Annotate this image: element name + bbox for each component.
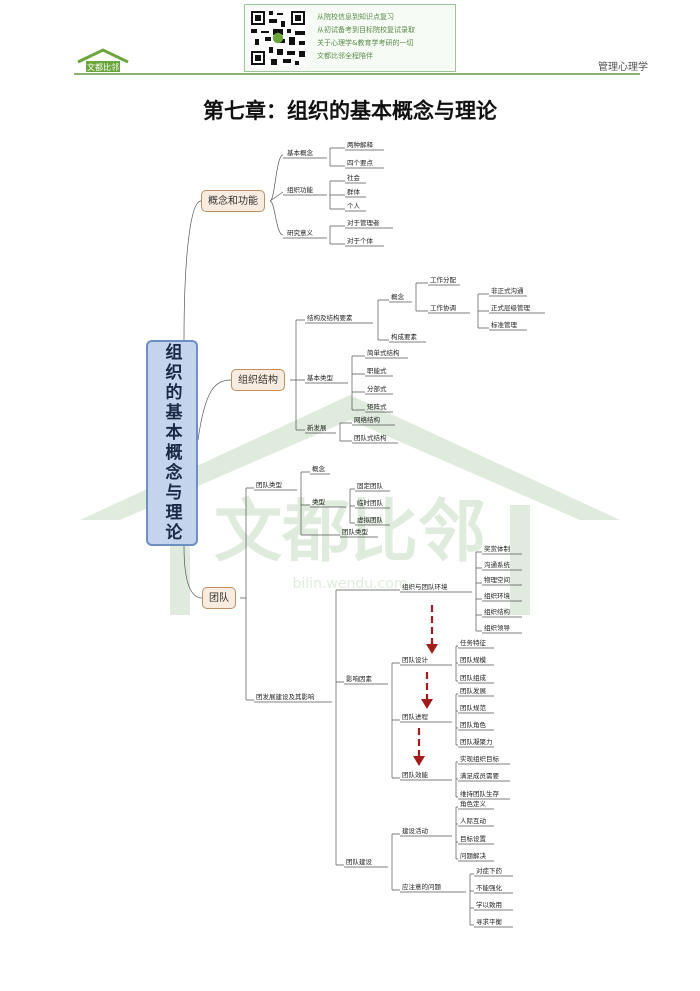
mindmap-node: 基本概念 bbox=[287, 149, 313, 157]
mindmap-node: 工作分配 bbox=[430, 276, 456, 284]
mindmap-node: 虚拟团队 bbox=[357, 516, 383, 524]
mindmap-node: 团队角色 bbox=[460, 721, 486, 729]
mindmap-node: 两种解释 bbox=[347, 141, 373, 149]
mindmap-node: 个人 bbox=[347, 202, 360, 210]
mindmap-node: 对症下药 bbox=[476, 867, 502, 875]
mindmap-node: 基本类型 bbox=[307, 374, 333, 382]
mindmap-node: 团队建设 bbox=[346, 858, 372, 866]
mindmap-node: 组织功能 bbox=[287, 186, 313, 194]
qr-promo-box: 从院校信息到知识点复习 从初试备考到目标院校复试录取 关于心理学&教育学考研的一… bbox=[244, 4, 456, 72]
mindmap-node: 网络结构 bbox=[354, 416, 380, 424]
mindmap-node: 临时团队 bbox=[357, 499, 383, 507]
mindmap-node: 实现组织目标 bbox=[460, 755, 499, 763]
mindmap-node: 物理空间 bbox=[484, 576, 510, 584]
qr-promo-line: 文都比邻全程陪伴 bbox=[317, 52, 373, 60]
mindmap-node: 影响因素 bbox=[346, 675, 372, 683]
mindmap-node: 职能式 bbox=[367, 367, 387, 375]
watermark-house-icon: 文都比邻 bilin.wendu.com bbox=[80, 395, 620, 615]
mindmap-node: 新发展 bbox=[307, 424, 327, 432]
branch-org-structure: 组织结构 bbox=[231, 369, 285, 391]
mindmap-node: 正式层级管理 bbox=[491, 304, 530, 312]
branch-concept-function: 概念和功能 bbox=[201, 190, 265, 212]
qr-code-icon[interactable] bbox=[249, 9, 307, 67]
svg-text:文都比邻: 文都比邻 bbox=[87, 62, 119, 72]
mindmap-node: 分部式 bbox=[367, 385, 387, 393]
mindmap-node: 概念 bbox=[312, 465, 325, 473]
mindmap-node: 团队设计 bbox=[402, 656, 428, 664]
mindmap-node: 学以致用 bbox=[476, 901, 502, 909]
mindmap-node: 矩阵式 bbox=[367, 403, 387, 411]
header-divider bbox=[74, 73, 640, 75]
mindmap-node: 团队类型 bbox=[256, 481, 282, 489]
mindmap-node: 组织结构 bbox=[484, 608, 510, 616]
mindmap-node: 沟通系统 bbox=[484, 561, 510, 569]
qr-promo-line: 从院校信息到知识点复习 bbox=[317, 13, 394, 21]
svg-text:bilin.wendu.com: bilin.wendu.com bbox=[293, 576, 408, 592]
mindmap-node: 奖赏体制 bbox=[484, 545, 510, 553]
mindmap-node: 团队效能 bbox=[402, 771, 428, 779]
mindmap-node: 团队式结构 bbox=[354, 434, 387, 442]
mindmap-node: 社会 bbox=[347, 174, 360, 182]
mindmap-node: 团队规模 bbox=[460, 656, 486, 664]
mindmap-node: 团队进程 bbox=[402, 713, 428, 721]
mindmap-node: 概念 bbox=[391, 293, 404, 301]
mindmap-node: 维持团队生存 bbox=[460, 790, 499, 798]
mindmap-node: 目标设置 bbox=[460, 835, 486, 843]
mindmap-node: 对于个体 bbox=[347, 237, 373, 245]
mindmap-node: 团队类型 bbox=[342, 528, 368, 536]
page-title: 第七章：组织的基本概念与理论 bbox=[203, 99, 497, 123]
mindmap-node: 四个要点 bbox=[347, 159, 373, 167]
mindmap-node: 对于管理者 bbox=[347, 219, 380, 227]
mindmap-node: 团队凝聚力 bbox=[460, 738, 493, 746]
mindmap-node: 团队发展 bbox=[460, 687, 486, 695]
mindmap-node: 人际互动 bbox=[460, 817, 486, 825]
mindmap-node: 标准管理 bbox=[491, 321, 517, 329]
mindmap-node: 角色定义 bbox=[460, 800, 486, 808]
qr-promo-line: 关于心理学&教育学考研的一切 bbox=[317, 39, 414, 47]
mindmap-node: 结构及结构要素 bbox=[307, 314, 353, 322]
mindmap-node: 组织领导 bbox=[484, 624, 510, 632]
mindmap-node: 非正式沟通 bbox=[491, 287, 524, 295]
mindmap-node: 问题解决 bbox=[460, 852, 486, 860]
mindmap-node: 应注意的问题 bbox=[402, 883, 441, 891]
qr-promo-line: 从初试备考到目标院校复试录取 bbox=[317, 26, 415, 34]
mindmap-node: 简单式结构 bbox=[367, 349, 400, 357]
mindmap-node: 构成要素 bbox=[391, 333, 417, 341]
mindmap-node: 寻求平衡 bbox=[476, 918, 502, 926]
wendu-bilin-logo: 文都比邻 bbox=[77, 48, 129, 72]
mindmap-node: 工作协调 bbox=[430, 304, 456, 312]
mindmap-node: 团发展建设及其影响 bbox=[256, 693, 315, 701]
mindmap-node: 组织与团队环境 bbox=[402, 583, 448, 591]
mindmap-node: 类型 bbox=[312, 498, 325, 506]
mindmap-node: 团队规范 bbox=[460, 704, 486, 712]
subject-label: 管理心理学 bbox=[598, 62, 648, 73]
mindmap-node: 组织环境 bbox=[484, 592, 510, 600]
mindmap-node: 群体 bbox=[347, 188, 360, 196]
mindmap-root-node: 组织的基本概念与理论 bbox=[146, 340, 198, 546]
mindmap-node: 不能强化 bbox=[476, 884, 502, 892]
mindmap-node: 满足成员需要 bbox=[460, 772, 499, 780]
branch-team: 团队 bbox=[202, 587, 236, 609]
mindmap-node: 建设活动 bbox=[402, 827, 428, 835]
mindmap-node: 研究意义 bbox=[287, 229, 313, 237]
mindmap-node: 任务特征 bbox=[460, 639, 486, 647]
mindmap-node: 团队组成 bbox=[460, 674, 486, 682]
mindmap-node: 固定团队 bbox=[357, 482, 383, 490]
